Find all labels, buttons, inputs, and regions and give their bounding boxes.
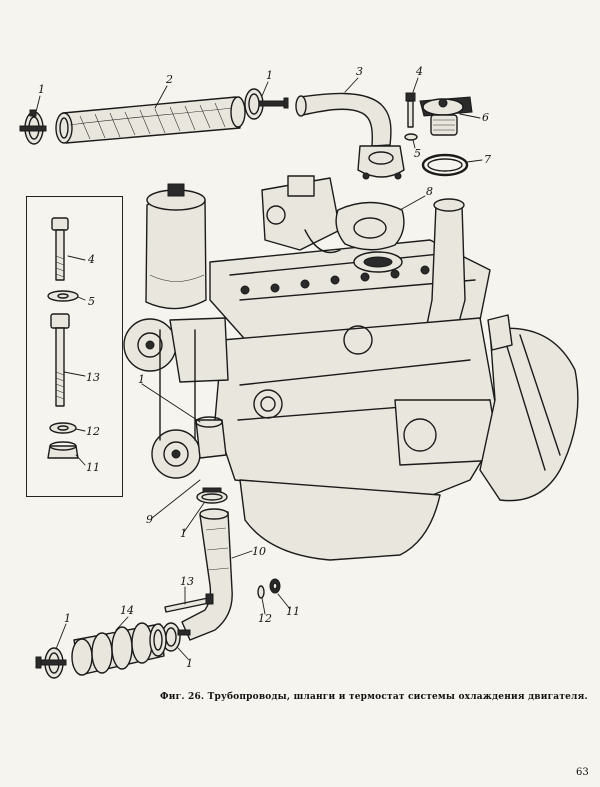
callout-inset-bolt: 4	[88, 253, 95, 266]
callout-lower-pipe: 10	[252, 545, 266, 558]
top-bolt	[405, 92, 416, 128]
lower-washer	[257, 585, 265, 599]
callout-lower-hose-short: 9	[146, 513, 153, 526]
thermostat-outlet-pipe	[295, 92, 405, 180]
callout-outlet-pipe: 3	[356, 65, 363, 78]
lower-bolt	[164, 593, 214, 613]
hose-clamp-bottom-left	[35, 647, 67, 679]
callout-thermostat: 6	[482, 111, 489, 124]
leader-lines	[35, 77, 483, 660]
inset-nut	[47, 441, 79, 459]
figure-caption: Фиг. 26. Трубопроводы, шланги и термоста…	[160, 692, 588, 702]
engine-block	[123, 175, 579, 561]
callout-top-clamp-right: 1	[266, 69, 273, 82]
callout-corrugated-hose: 14	[120, 604, 134, 617]
inset-washer	[47, 290, 79, 302]
top-washer	[404, 133, 418, 141]
callout-top-hose: 2	[166, 73, 173, 86]
page-number: 63	[576, 767, 589, 778]
callout-inlet-clamp-upper: 1	[138, 373, 145, 386]
corrugated-lower-hose	[71, 622, 167, 676]
callout-inset-washer: 5	[88, 295, 95, 308]
callout-inset-nut: 11	[86, 461, 100, 474]
callout-inset-lock-washer: 12	[86, 425, 100, 438]
lower-nut	[269, 578, 281, 594]
callout-top-clamp-left: 1	[38, 83, 45, 96]
inset-bolt	[51, 217, 69, 281]
callout-inlet-clamp-lower: 1	[180, 527, 187, 540]
thermostat-gasket-ring	[421, 153, 469, 177]
lower-water-pipe	[181, 508, 233, 641]
hose-clamp-pump-inlet	[196, 487, 228, 504]
hose-clamp-top-right	[244, 88, 289, 120]
callout-lower-bolt: 13	[180, 575, 194, 588]
inset-lock-washer	[49, 422, 77, 434]
callout-inset-long-bolt: 13	[86, 371, 100, 384]
callout-lower-washer: 12	[258, 612, 272, 625]
callout-top-bolt: 4	[416, 65, 423, 78]
hose-clamp-top-left	[19, 109, 47, 145]
thermostat	[419, 96, 473, 136]
callout-bottom-clamp-left: 1	[64, 612, 71, 625]
callout-gasket-ring: 7	[484, 153, 491, 166]
callout-top-washer: 5	[414, 147, 421, 160]
callout-bottom-clamp-right: 1	[186, 657, 193, 670]
fasteners-inset-box	[26, 196, 123, 497]
callout-flange-gasket: 8	[426, 185, 433, 198]
callout-lower-nut: 11	[286, 605, 300, 618]
top-radiator-hose	[55, 96, 246, 144]
hose-clamp-bottom-right	[161, 622, 191, 652]
inset-long-bolt	[50, 313, 70, 407]
